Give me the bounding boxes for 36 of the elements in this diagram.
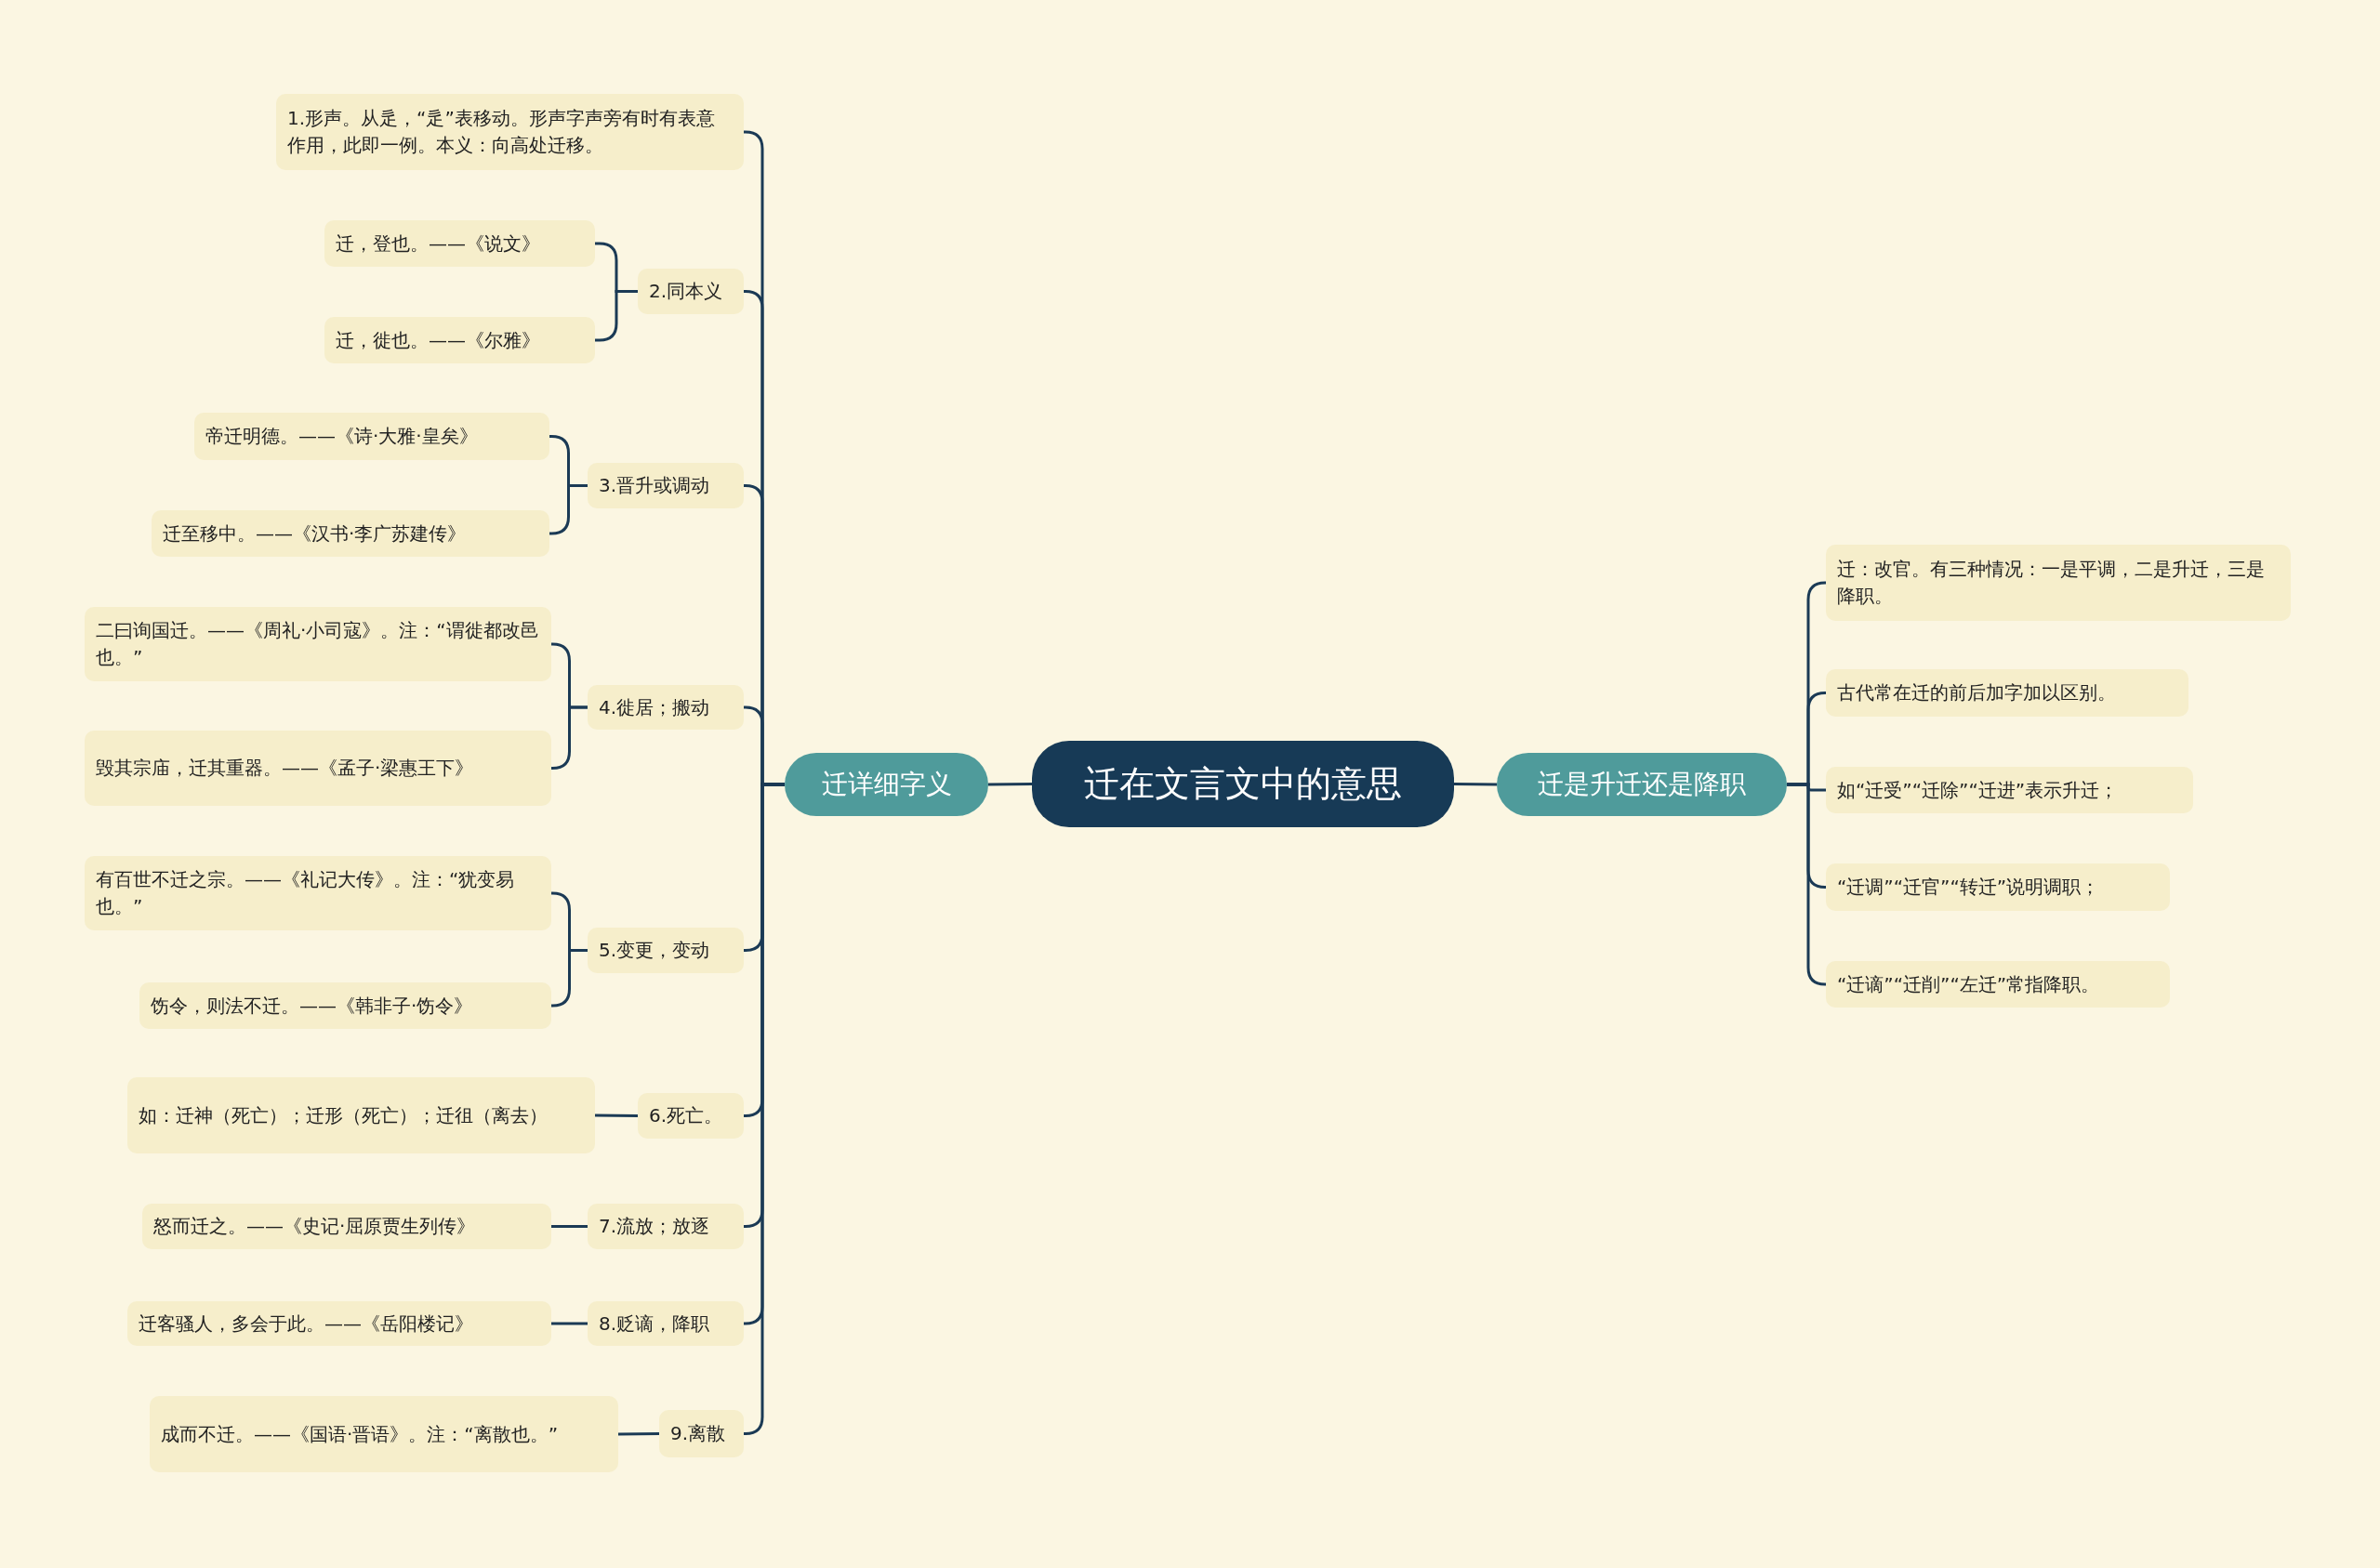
subtopic-box: 饬令，则法不迁。——《韩非子·饬令》: [139, 982, 551, 1029]
subtopic-box: 如“迁受”“迁除”“迁进”表示升迁；: [1826, 767, 2193, 813]
subtopic-box: “迁调”“迁官”“转迁”说明调职；: [1826, 863, 2170, 911]
connector-line: [595, 1113, 638, 1117]
subtopic-box: 有百世不迁之宗。——《礼记大传》。注：“犹变易也。”: [85, 856, 551, 930]
subtopic-box: 9.离散: [659, 1410, 744, 1457]
subtopic-box: 3.晋升或调动: [588, 463, 744, 508]
connector-line: [618, 1432, 659, 1436]
subtopic-box: 迁：改官。有三种情况：一是平调，二是升迁，三是降职。: [1826, 545, 2291, 621]
subtopic-box: 5.变更，变动: [588, 928, 744, 973]
subtopic-box: 迁客骚人，多会于此。——《岳阳楼记》: [127, 1301, 551, 1346]
subtopic-box: 毁其宗庙，迁其重器。——《孟子·梁惠王下》: [85, 731, 551, 806]
branch-topic: 迁是升迁还是降职: [1497, 753, 1787, 816]
subtopic-box: 如：迁神（死亡）；迁形（死亡）；迁徂（离去）: [127, 1077, 595, 1153]
branch-topic: 迁详细字义: [785, 753, 988, 816]
connector-line: [551, 1225, 588, 1228]
subtopic-box: 成而不迁。——《国语·晋语》。注：“离散也。”: [150, 1396, 618, 1472]
subtopic-box: 帝迁明德。——《诗·大雅·皇矣》: [194, 413, 549, 460]
subtopic-box: 二曰询国迁。——《周礼·小司寇》。注：“谓徙都改邑也。”: [85, 607, 551, 681]
subtopic-box: 2.同本义: [638, 269, 744, 314]
subtopic-box: 迁至移中。——《汉书·李广苏建传》: [152, 510, 549, 557]
connector-line: [549, 484, 588, 535]
subtopic-box: 古代常在迁的前后加字加以区别。: [1826, 669, 2188, 717]
central-topic: 迁在文言文中的意思: [1032, 741, 1454, 827]
subtopic-box: 6.死亡。: [638, 1093, 744, 1139]
subtopic-box: 怒而迁之。——《史记·屈原贾生列传》: [142, 1204, 551, 1249]
subtopic-box: 迁，徙也。——《尔雅》: [324, 317, 595, 363]
subtopic-box: “迁谪”“迁削”“左迁”常指降职。: [1826, 961, 2170, 1008]
subtopic-box: 迁，登也。——《说文》: [324, 220, 595, 267]
subtopic-box: 1.形声。从辵，“辵”表移动。形声字声旁有时有表意作用，此即一例。本义：向高处迁移。: [276, 94, 744, 170]
subtopic-box: 4.徙居；搬动: [588, 685, 744, 730]
connector-line: [551, 1322, 588, 1325]
subtopic-box: 7.流放；放逐: [588, 1204, 744, 1249]
connector-line: [988, 783, 1032, 786]
subtopic-box: 8.贬谪，降职: [588, 1301, 744, 1346]
connector-line: [1454, 783, 1497, 786]
